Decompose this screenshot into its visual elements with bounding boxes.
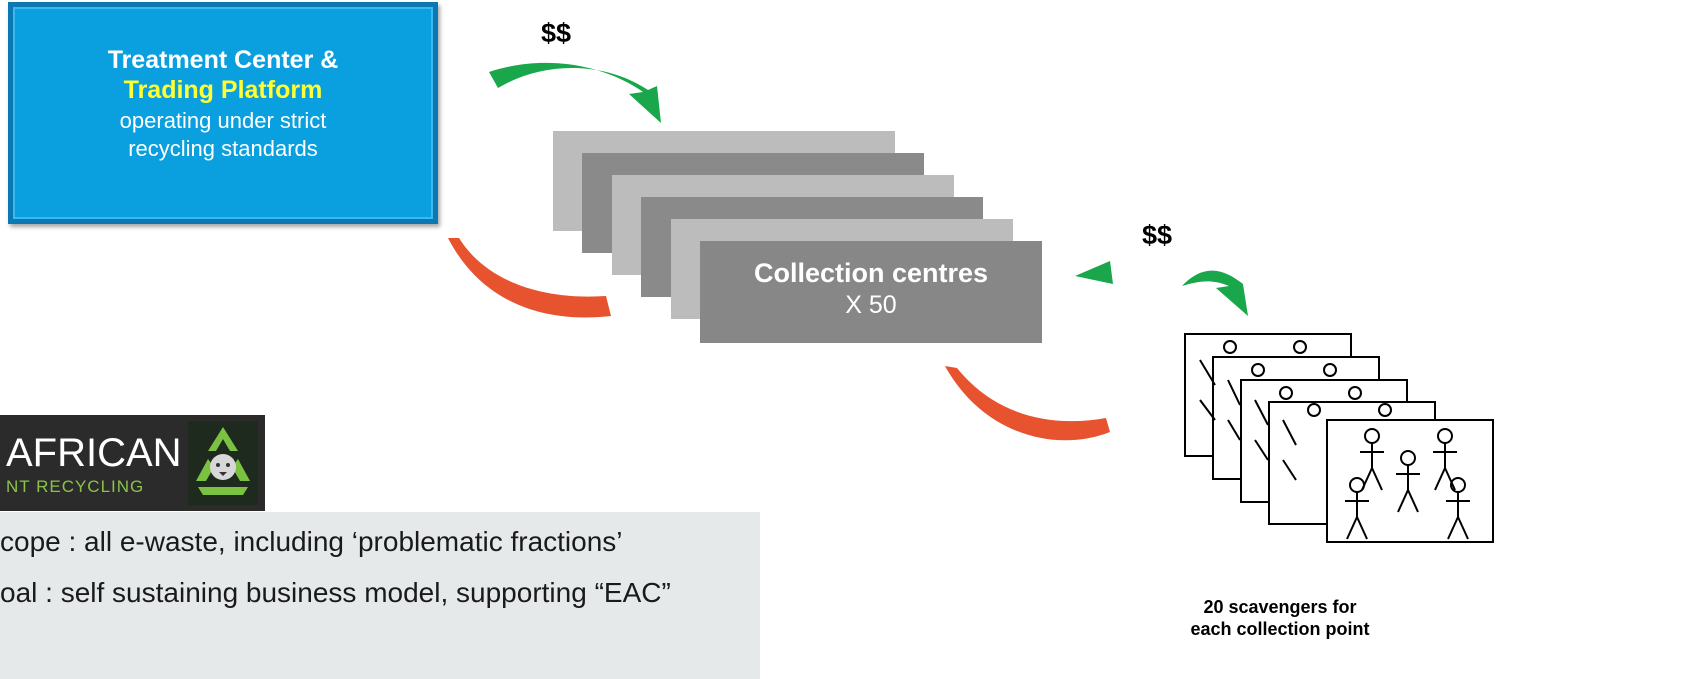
- stick-figure-icon: [1446, 477, 1470, 540]
- organization-logo: AFRICAN NT RECYCLING: [0, 415, 265, 511]
- goal-line: oal : self sustaining business model, su…: [0, 577, 671, 608]
- stick-figure-icon: [1345, 477, 1369, 540]
- logo-text-large: AFRICAN: [6, 431, 182, 475]
- green-arrow-right: [1182, 270, 1248, 316]
- scope-goal-panel: cope : all e-waste, including ‘problemat…: [0, 512, 760, 679]
- green-arrow-right-small: [1075, 261, 1113, 284]
- caption-line-2: each collection point: [1190, 619, 1370, 639]
- stick-figure-icon: [1360, 428, 1384, 491]
- green-arrow-top: [489, 62, 661, 123]
- scope-line: cope : all e-waste, including ‘problemat…: [0, 526, 623, 557]
- treatment-center-box: Treatment Center & Trading Platform oper…: [8, 2, 438, 224]
- logo-text-small: NT RECYCLING: [6, 477, 145, 496]
- stick-figure-icon: [1396, 450, 1420, 513]
- red-arrow-bottom: [945, 366, 1110, 441]
- stick-figure-icon: [1433, 428, 1457, 491]
- recycling-lion-icon: [188, 421, 258, 505]
- treatment-desc-2: recycling standards: [128, 136, 318, 161]
- money-label-top: $$: [541, 18, 572, 48]
- caption-line-1: 20 scavengers for: [1203, 597, 1357, 617]
- red-arrow-left: [448, 238, 611, 318]
- money-label-right: $$: [1142, 220, 1173, 250]
- collection-centres-box: Collection centres X 50: [700, 241, 1042, 343]
- scavengers-caption: 20 scavengers for each collection point: [1160, 596, 1400, 640]
- treatment-desc-1: operating under strict: [119, 108, 327, 133]
- trading-platform-title: Trading Platform: [123, 76, 323, 104]
- treatment-title: Treatment Center &: [107, 46, 339, 74]
- collection-count: X 50: [845, 291, 897, 319]
- collection-title: Collection centres: [753, 258, 989, 288]
